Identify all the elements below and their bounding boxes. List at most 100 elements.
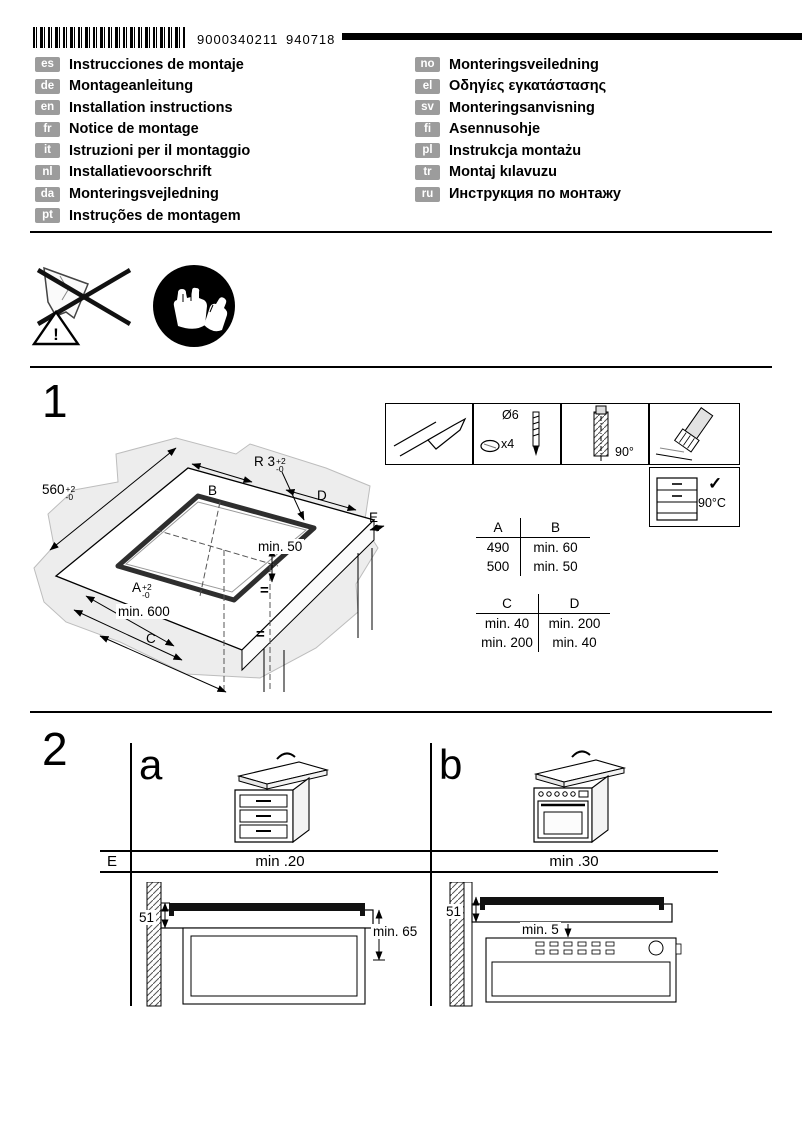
header-d: D	[538, 594, 610, 613]
language-code-badge: pt	[35, 208, 60, 224]
print-code: 940718	[286, 32, 336, 47]
language-code-badge: sv	[415, 100, 440, 116]
table-cd-header: C D	[476, 594, 610, 614]
language-title: Installatievoorschrift	[69, 164, 212, 181]
header-b: B	[520, 518, 590, 537]
language-title: Instrucciones de montaje	[69, 56, 244, 73]
broken-glass-warning-icon: !	[26, 254, 146, 352]
divider	[30, 231, 772, 233]
cutout-width-value: 560	[42, 482, 65, 497]
language-item-de: de Montageanleitung	[35, 78, 250, 95]
language-item-pl: pl Instrukcja montażu	[415, 142, 621, 159]
temperature-label: 90°C	[698, 496, 726, 510]
language-code-badge: el	[415, 78, 440, 94]
language-code-badge: fr	[35, 121, 60, 137]
language-title: Instrukcja montażu	[449, 142, 582, 159]
table-row: 500 min. 50	[476, 557, 590, 576]
table-row: 490 min. 60	[476, 538, 590, 557]
language-item-fr: fr Notice de montage	[35, 121, 250, 138]
worktop-cutout-diagram: R 3+2-0 560+2-0 B D E min. 50 A+2-0 min.…	[28, 398, 400, 698]
language-title: Montaj kılavuzu	[449, 164, 557, 181]
language-item-el: el Οδηγίες εγκατάστασης	[415, 78, 621, 95]
language-code-badge: it	[35, 143, 60, 159]
header-black-bar	[342, 33, 802, 40]
language-title: Installation instructions	[69, 99, 233, 116]
language-title: Monteringsvejledning	[69, 186, 219, 203]
language-item-pt: pt Instruções de montagem	[35, 207, 250, 224]
detail-heat-resistant-icon: ✓ 90°C	[649, 467, 740, 527]
dim-min600-label: min. 600	[116, 604, 172, 619]
e-value-variant-b: min .30	[549, 853, 599, 870]
cell: 490	[486, 539, 510, 555]
language-item-ru: ru Инструкция по монтажу	[415, 186, 621, 203]
check-mark: ✓	[708, 474, 723, 493]
language-code-badge: nl	[35, 164, 60, 180]
table-ab-header: A B	[476, 518, 590, 538]
language-item-it: it Istruzioni per il montaggio	[35, 142, 250, 159]
divider	[30, 366, 772, 368]
step-2-number: 2	[42, 723, 68, 775]
language-code-badge: no	[415, 57, 440, 72]
barcode	[33, 27, 186, 48]
drawer-cabinet-icon	[205, 744, 340, 844]
language-title: Instruções de montagem	[69, 207, 241, 224]
oven-cabinet-icon	[508, 744, 638, 844]
cell: min. 40	[484, 615, 530, 631]
wear-gloves-icon	[150, 262, 240, 352]
language-item-da: da Monteringsvejledning	[35, 186, 250, 203]
header-a: A	[493, 519, 503, 535]
language-code-badge: da	[35, 186, 60, 202]
cut-angle-label: 90°	[615, 445, 634, 459]
language-code-badge: fi	[415, 121, 440, 137]
language-code-badge: pl	[415, 143, 440, 159]
language-title: Monteringsanvisning	[449, 99, 595, 116]
language-item-nl: nl Installatievoorschrift	[35, 164, 250, 181]
e-row-bottom-line	[100, 871, 718, 873]
column-divider-middle	[430, 743, 432, 1006]
table-row: min. 40 min. 200	[476, 614, 610, 633]
language-item-no: no Monteringsveiledning	[415, 56, 621, 73]
cell: min. 60	[520, 538, 590, 557]
language-title: Инструкция по монтажу	[449, 186, 621, 203]
drill-diameter-label: Ø6	[502, 408, 519, 422]
cross-section-b: 51 min. 5	[440, 882, 718, 1008]
document-number: 9000340211	[197, 32, 279, 47]
dim-min65: min. 65	[371, 924, 420, 939]
language-title: Istruzioni per il montaggio	[69, 142, 251, 159]
language-code-badge: tr	[415, 164, 440, 180]
dim-radius-label: R 3+2-0	[254, 454, 286, 474]
a-value: A	[132, 580, 142, 595]
equal-mark-2: =	[256, 626, 265, 643]
language-title: Montageanleitung	[69, 78, 194, 95]
e-row-label: E	[107, 853, 118, 870]
header-c: C	[502, 595, 512, 611]
exclamation-mark: !	[53, 325, 59, 344]
language-list-left: es Instrucciones de montaje de Montagean…	[35, 56, 250, 229]
language-code-badge: de	[35, 78, 60, 94]
detail-glue-brush-icon	[649, 403, 740, 465]
table-cd: C D min. 40 min. 200 min. 200 min. 40	[476, 594, 610, 652]
detail-drill-hole-icon: Ø6 x4	[473, 403, 561, 465]
dim-51-b: 51	[444, 904, 464, 919]
detail-saw-cut-icon: 90°	[561, 403, 649, 465]
column-divider-left	[130, 743, 132, 1006]
equal-mark-1: =	[260, 582, 269, 599]
drill-quantity-label: x4	[501, 437, 515, 451]
divider	[30, 711, 772, 713]
cell: min. 50	[520, 557, 590, 576]
language-item-en: en Installation instructions	[35, 99, 250, 116]
cell: min. 40	[538, 633, 610, 652]
table-row: min. 200 min. 40	[476, 633, 610, 652]
step-1-number: 1	[42, 375, 68, 427]
cell: 500	[486, 558, 510, 574]
dim-min5: min. 5	[520, 922, 561, 937]
language-code-badge: ru	[415, 186, 440, 202]
variant-a-label: a	[139, 741, 163, 788]
detail-scribe-icon	[385, 403, 473, 465]
language-title: Monteringsveiledning	[449, 56, 599, 73]
language-code-badge: en	[35, 100, 60, 116]
language-list-right: no Monteringsveiledning el Οδηγίες εγκατ…	[415, 56, 621, 207]
variant-b-label: b	[439, 741, 463, 788]
language-item-fi: fi Asennusohje	[415, 121, 621, 138]
language-title: Asennusohje	[449, 121, 541, 138]
